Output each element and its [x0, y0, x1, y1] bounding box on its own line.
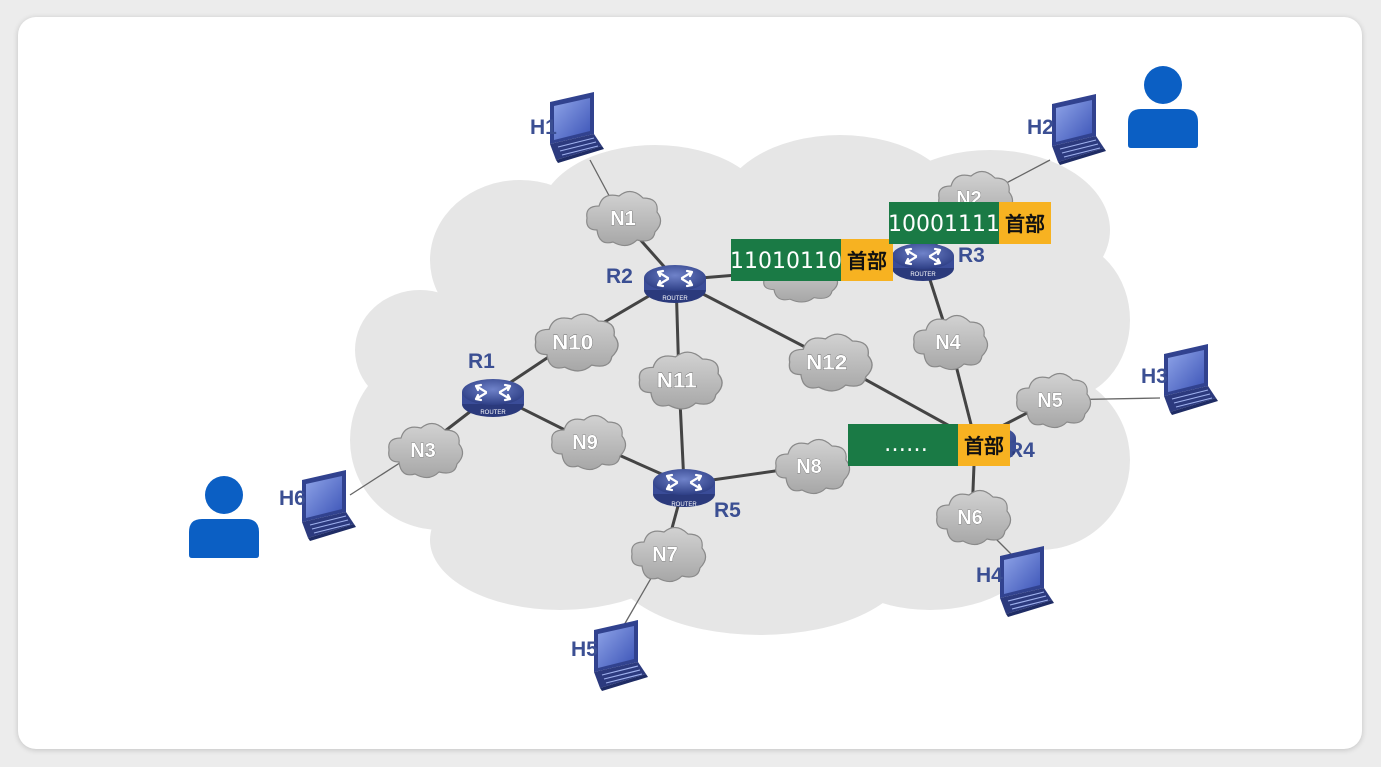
- network-label: N1: [610, 208, 636, 230]
- packet-bits: 10001111: [888, 212, 1000, 237]
- network-n9: N9: [551, 414, 627, 471]
- packet-header-label: 首部: [964, 434, 1004, 458]
- packet-header: [999, 202, 1051, 244]
- network-n10: N10: [534, 313, 619, 372]
- host-label-h5: H5: [571, 638, 598, 661]
- network-n11: N11: [638, 351, 723, 410]
- host-label-h6: H6: [279, 487, 306, 510]
- host-h6[interactable]: [301, 469, 357, 542]
- network-label: N4: [935, 332, 961, 354]
- user-icon-bottom-left: [189, 476, 259, 558]
- network-n1: N1: [586, 190, 662, 247]
- packet-header: [841, 239, 893, 281]
- packet-header-label: 首部: [1005, 212, 1045, 236]
- network-label: N12: [806, 350, 847, 374]
- router-badge: ROUTER: [910, 272, 936, 278]
- network-n8: N8: [775, 438, 851, 495]
- packet-bits: ……: [884, 432, 928, 457]
- network-label: N9: [572, 432, 598, 454]
- packet-2: 10001111 首部: [888, 202, 1051, 244]
- network-label: N11: [657, 368, 697, 392]
- network-n4: N4: [913, 314, 989, 371]
- packet-header: [958, 424, 1010, 466]
- host-h4[interactable]: [999, 545, 1055, 618]
- router-label-r1: R1: [468, 350, 495, 373]
- packet-3: …… 首部: [848, 424, 1010, 466]
- host-h1[interactable]: [549, 91, 605, 164]
- host-label-h1: H1: [530, 116, 557, 139]
- network-n12: N12: [788, 333, 873, 392]
- router-r1[interactable]: ROUTER: [460, 377, 526, 419]
- router-r2[interactable]: ROUTER: [642, 263, 708, 305]
- router-badge: ROUTER: [662, 296, 688, 302]
- router-r5[interactable]: ROUTER: [651, 467, 717, 509]
- packet-payload: [731, 239, 841, 281]
- network-n6: N6: [936, 489, 1012, 546]
- packet-header-label: 首部: [847, 249, 887, 273]
- packet-bits: 11010110: [730, 249, 842, 274]
- network-label: N7: [652, 544, 678, 566]
- router-label-r2: R2: [606, 265, 633, 288]
- host-label-h3: H3: [1141, 365, 1168, 388]
- router-label-r5: R5: [714, 499, 741, 522]
- host-h5[interactable]: [593, 619, 649, 692]
- router-label-r4: R4: [1008, 439, 1035, 462]
- router-badge: ROUTER: [480, 410, 506, 416]
- router-r3[interactable]: ROUTER: [890, 241, 956, 283]
- packet-payload: [889, 202, 999, 244]
- network-label: N5: [1037, 390, 1063, 412]
- router-label-r3: R3: [958, 244, 985, 267]
- host-h3[interactable]: [1163, 343, 1219, 416]
- network-label: N8: [796, 456, 822, 478]
- host-label-h2: H2: [1027, 116, 1054, 139]
- network-n3: N3: [388, 422, 464, 479]
- network-label: N6: [957, 507, 983, 529]
- packet-1: 11010110 首部: [730, 239, 893, 281]
- network-label: N10: [552, 330, 593, 354]
- packet-payload: [848, 424, 958, 466]
- user-icon-top-right: [1128, 66, 1198, 148]
- network-label: N3: [410, 440, 436, 462]
- host-h2[interactable]: [1051, 93, 1107, 166]
- network-n7: N7: [631, 526, 707, 583]
- host-label-h4: H4: [976, 564, 1003, 587]
- network-n5: N5: [1016, 372, 1092, 429]
- router-badge: ROUTER: [671, 502, 697, 508]
